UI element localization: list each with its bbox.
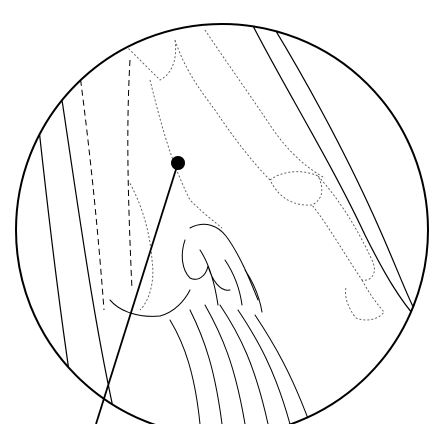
tendon-1 bbox=[190, 224, 258, 300]
lower-fan-4 bbox=[220, 305, 268, 424]
lower-fan-2 bbox=[190, 310, 222, 424]
circle-inset bbox=[38, 18, 426, 424]
mid-bone-a bbox=[150, 80, 222, 228]
tendon-3 bbox=[225, 260, 242, 305]
upper-bone-3 bbox=[205, 30, 325, 178]
mid-bone-b bbox=[128, 180, 153, 310]
dashed-bone-left bbox=[78, 60, 104, 310]
upper-bone-2 bbox=[175, 40, 270, 180]
tarsal-bone bbox=[270, 172, 322, 205]
pointer-dot bbox=[171, 156, 185, 170]
dashed-bone-right bbox=[128, 60, 132, 290]
muscle-bump-2 bbox=[208, 266, 230, 290]
pointer-line bbox=[96, 163, 178, 424]
lens-circle bbox=[16, 24, 428, 424]
tendon-4 bbox=[245, 270, 262, 312]
outer-contour-left-inner bbox=[62, 100, 118, 424]
outer-contour-right-inner bbox=[250, 20, 418, 320]
heel-outline bbox=[110, 290, 190, 316]
phalanx-2 bbox=[345, 280, 384, 320]
lower-fan-6 bbox=[255, 315, 310, 424]
muscle-bump-1 bbox=[182, 240, 208, 279]
outer-contour-right bbox=[268, 18, 426, 330]
tendon-2 bbox=[200, 250, 218, 305]
lower-fan-1 bbox=[170, 320, 200, 424]
